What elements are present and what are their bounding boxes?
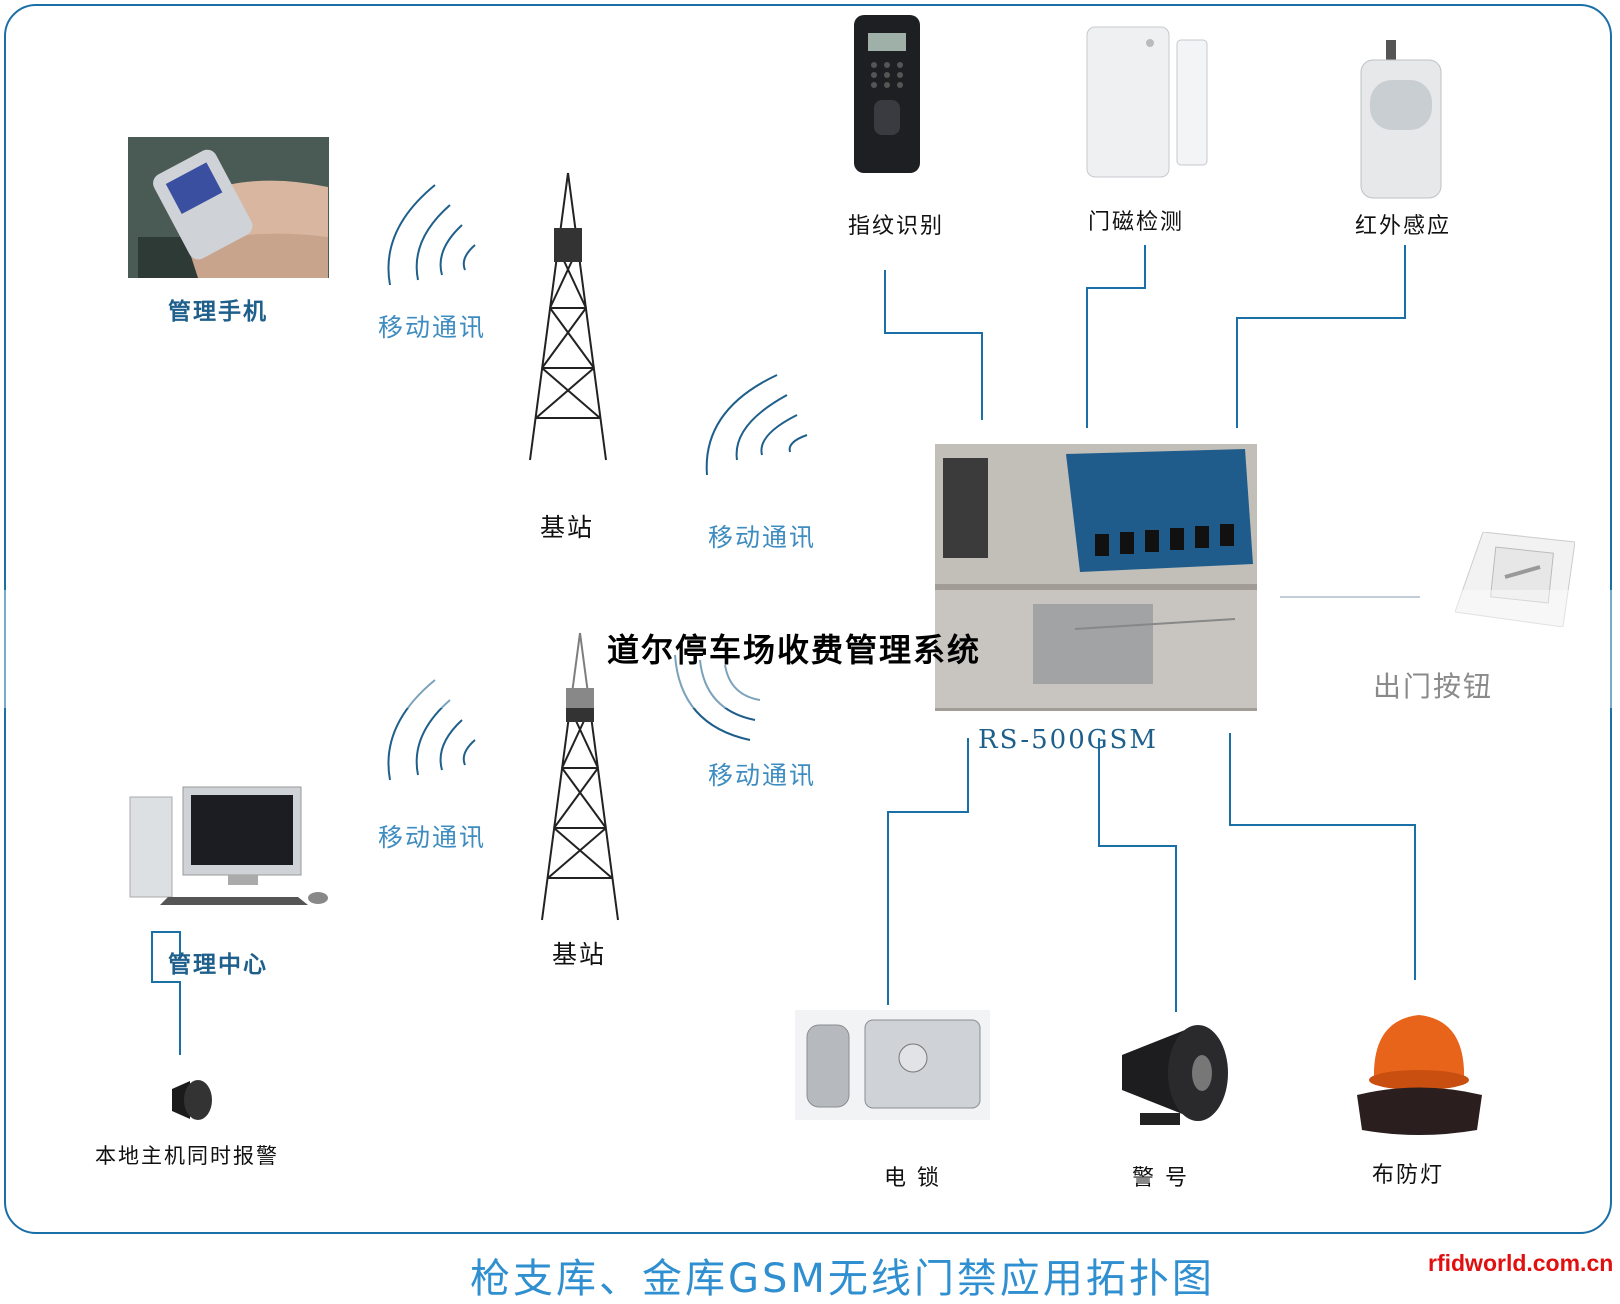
label-fingerprint: 指纹识别 [848,214,945,239]
link-door-magnet [1086,245,1146,428]
signal-waves-3 [387,679,476,781]
strobe-light-device [1352,1010,1487,1139]
label-local-alarm: 本地主机同时报警 [95,1144,279,1168]
overlay-title: 道尔停车场收费管理系统 [607,631,982,669]
link-siren [1098,738,1177,1012]
label-siren: 警 号 [1132,1166,1189,1191]
label-base-station-2: 基站 [552,940,607,969]
label-door-magnet: 门磁检测 [1088,210,1185,235]
signal-waves-4 [674,654,761,741]
label-comm-4: 移动通讯 [378,823,487,852]
diagram-title: 枪支库、金库GSM无线门禁应用拓扑图 [470,1256,1215,1302]
electric-lock-device [795,1010,990,1124]
link-lock [887,738,969,1005]
exit-button-device [1454,531,1576,631]
label-base-station-1: 基站 [540,513,595,542]
label-comm-2: 移动通讯 [708,523,817,552]
label-center: 管理中心 [168,952,268,978]
label-infrared: 红外感应 [1355,214,1452,239]
management-computer [128,785,333,909]
link-fingerprint [884,270,983,420]
door-magnet-device [1085,25,1235,184]
controller-board-photo [935,444,1257,711]
signal-waves-2 [705,374,808,476]
siren-device [1110,1015,1235,1134]
watermark: rfidworld.com.cn [1428,1250,1614,1276]
phone-photo [128,137,329,278]
diagram-frame [4,4,1612,1234]
signal-waves-1 [387,184,476,286]
fingerprint-device [852,15,922,179]
overlay-band [0,590,1620,708]
link-strobe [1229,733,1416,980]
label-controller: RS-500GSM [978,725,1158,755]
link-alarm [151,931,181,1055]
label-exit-button: 出门按钮 [1373,670,1494,703]
local-alarm-speaker [168,1075,218,1129]
link-infrared [1236,245,1406,428]
infrared-sensor-device [1358,40,1448,204]
base-station-tower-1 [528,168,608,467]
label-strobe: 布防灯 [1372,1163,1445,1188]
base-station-tower-2 [540,628,620,927]
label-comm-1: 移动通讯 [378,313,487,342]
label-phone: 管理手机 [168,299,268,325]
label-comm-3: 移动通讯 [708,761,817,790]
label-lock: 电 锁 [884,1166,941,1191]
